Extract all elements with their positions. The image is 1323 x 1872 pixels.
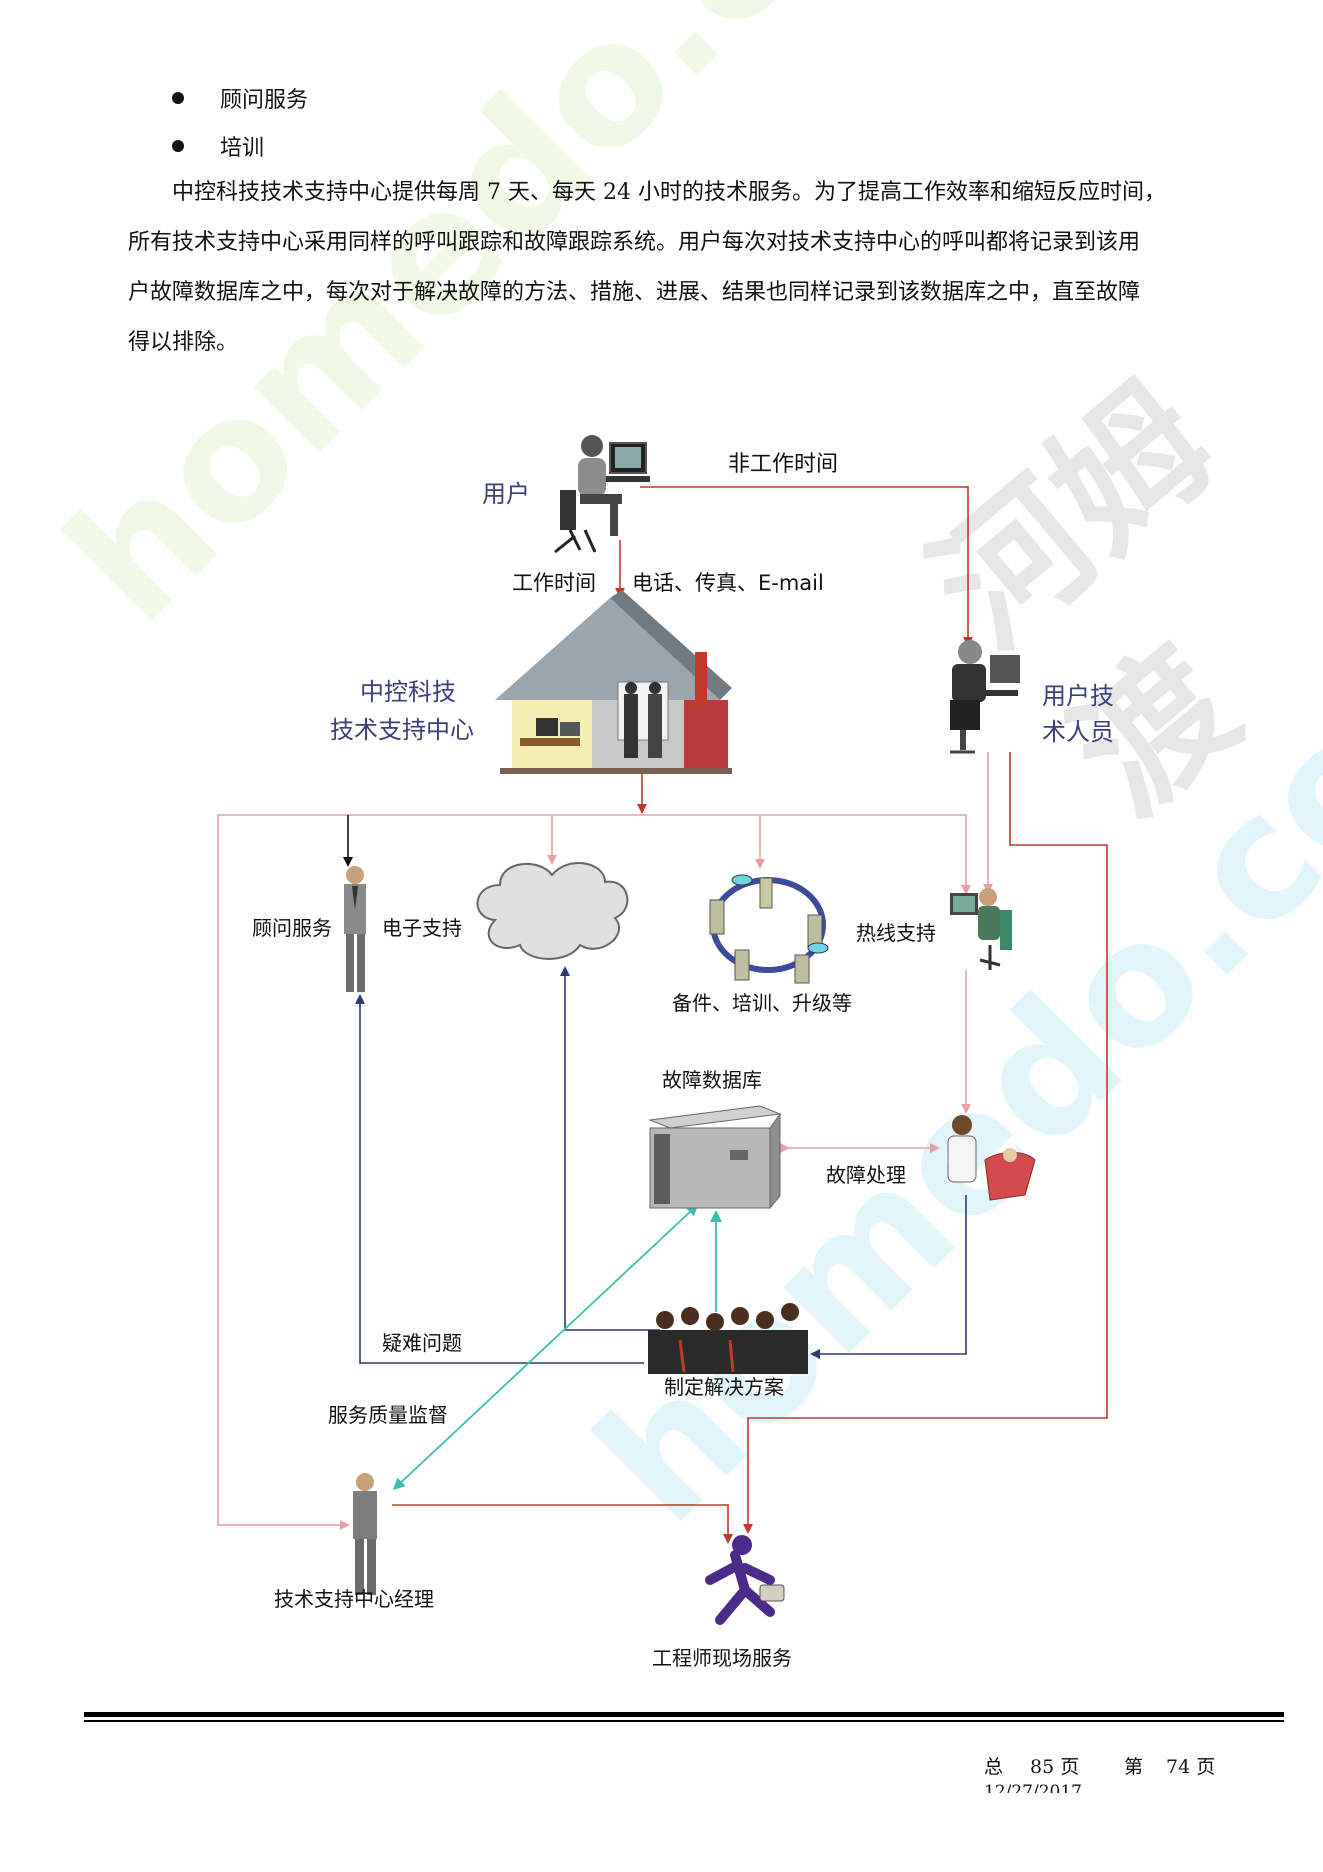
label-fault-handling: 故障处理 [826, 1163, 906, 1187]
bullet-text: 培训 [220, 136, 265, 161]
support-center-house-icon [495, 590, 732, 774]
red-manager-onsite [392, 1504, 733, 1544]
label-center-1: 中控科技 [360, 678, 456, 706]
bullet-item-consulting: 顾问服务 [172, 82, 308, 114]
manager-icon [353, 1473, 377, 1595]
footer-date: 12/27/2017 [984, 1782, 1082, 1793]
label-manager: 技术支持中心经理 [274, 1587, 434, 1611]
navy-solution-consulting [355, 994, 644, 1364]
label-consulting: 顾问服务 [252, 916, 332, 940]
navy-solution-cloud [560, 966, 660, 1331]
paragraph-line: 中控科技技术支持中心提供每周 7 天、每天 24 小时的技术服务。为了提高工作效… [172, 180, 1166, 205]
label-center-2: 技术支持中心 [330, 716, 474, 744]
label-onsite: 工程师现场服务 [652, 1646, 792, 1670]
user-tech-staff-icon [950, 640, 1020, 754]
support-flow-diagram: 用户 非工作时间 工作时间 电话、传真、E-mail 中控科技 技术支持中心 用… [217, 435, 1114, 1670]
body-paragraph: 中控科技技术支持中心提供每周 7 天、每天 24 小时的技术服务。为了提高工作效… [128, 168, 1228, 368]
arrow-off-hours [640, 486, 973, 647]
footer-rule-thick [84, 1712, 1284, 1717]
label-work-hours: 工作时间 [512, 571, 596, 595]
network-ring-icon [709, 874, 829, 984]
hotline-operator-icon [950, 888, 1012, 970]
label-spares: 备件、培训、升级等 [672, 991, 852, 1015]
footer-total-pages: 85 页 [1030, 1756, 1080, 1778]
bullet-item-training: 培训 [172, 130, 264, 162]
label-user-tech-1: 用户技 [1042, 682, 1114, 710]
label-channels: 电话、传真、E-mail [632, 571, 824, 595]
fault-handling-doctor-icon [947, 1115, 1036, 1201]
label-quality: 服务质量监督 [328, 1403, 448, 1427]
footer-rule-thin [84, 1720, 1284, 1722]
footer-total-label: 总 [984, 1756, 1004, 1778]
label-user: 用户 [482, 480, 530, 508]
bullet-dot [172, 92, 184, 104]
navy-fault-solution [810, 1195, 967, 1359]
label-e-support: 电子支持 [382, 916, 462, 940]
cloud-icon [476, 862, 629, 960]
user-at-computer-icon [554, 435, 650, 554]
database-server-icon [648, 1105, 782, 1210]
label-hotline: 热线支持 [856, 921, 936, 945]
solution-team-icon [648, 1303, 808, 1374]
label-off-hours: 非工作时间 [728, 452, 838, 477]
bullet-text: 顾问服务 [220, 88, 309, 113]
consultant-icon [344, 866, 366, 992]
bullet-dot [172, 140, 184, 152]
footer-page-label: 第 [1124, 1756, 1144, 1778]
label-solution: 制定解决方案 [664, 1375, 784, 1399]
paragraph-line: 所有技术支持中心采用同样的呼叫跟踪和故障跟踪系统。用户每次对技术支持中心的呼叫都… [128, 230, 1141, 255]
teal-db-manager [392, 1203, 699, 1491]
paragraph-line: 户故障数据库之中，每次对于解决故障的方法、措施、进展、结果也同样记录到该数据库之… [128, 280, 1141, 305]
label-user-tech-2: 术人员 [1042, 718, 1114, 746]
paragraph-line: 得以排除。 [128, 330, 239, 355]
red-usertech-onsite [743, 752, 1108, 1534]
label-fault-db: 故障数据库 [662, 1068, 762, 1092]
label-hard-issues: 疑难问题 [382, 1331, 462, 1355]
pink-left-drop [217, 815, 350, 1530]
footer-page-number: 74 页 [1166, 1756, 1216, 1778]
onsite-engineer-icon [705, 1535, 785, 1625]
